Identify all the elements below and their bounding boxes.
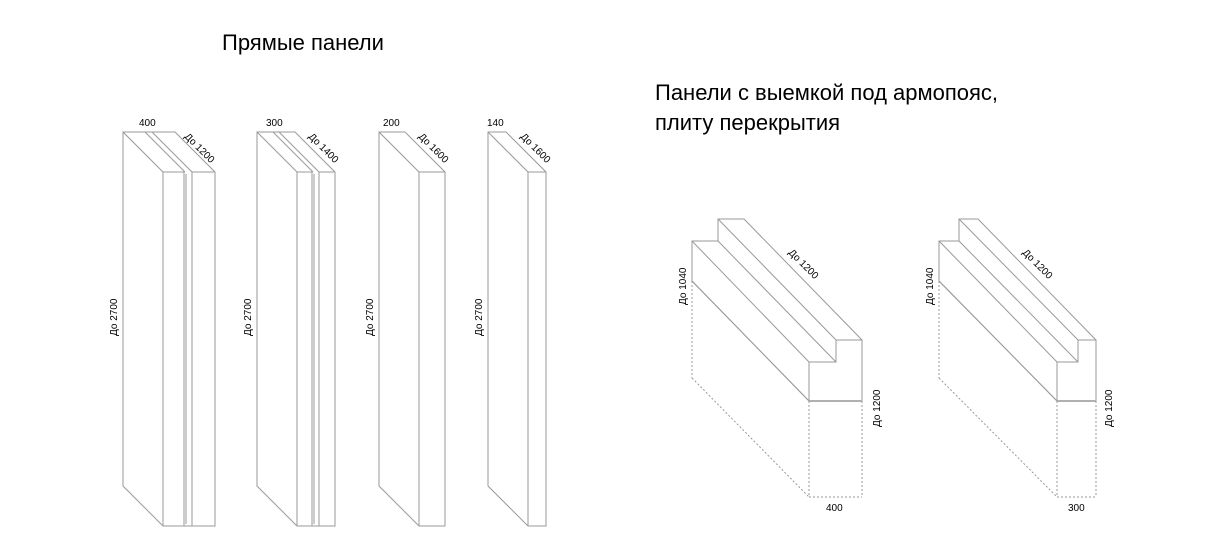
straight-panel-300: 300 До 1400 До 2700: [243, 118, 340, 527]
notch-height-label: До 1040: [925, 267, 936, 305]
height-label: До 2700: [243, 298, 254, 336]
notch-height-label: До 1040: [678, 267, 689, 305]
thickness-label: 200: [383, 118, 400, 129]
notched-panels-title-line2: плиту перекрытия: [655, 110, 840, 135]
height-label: До 2700: [109, 298, 120, 336]
thickness-label: 400: [139, 118, 156, 129]
thickness-label: 140: [487, 118, 504, 129]
thickness-label: 300: [266, 118, 283, 129]
thickness-label: 300: [1068, 503, 1085, 514]
notched-panel-300: До 1040 До 1200 До 1200 300: [925, 218, 1115, 514]
thickness-label: 400: [826, 503, 843, 514]
height-label: До 2700: [474, 298, 485, 336]
straight-panel-140: 140 До 1600 До 2700: [474, 118, 552, 527]
straight-panels-title: Прямые панели: [222, 30, 384, 55]
notched-panel-400: До 1040 До 1200 До 1200 400: [678, 218, 883, 514]
height-label: До 1200: [872, 389, 883, 427]
straight-panel-200: 200 До 1600 До 2700: [365, 118, 450, 527]
height-label: До 2700: [365, 298, 376, 336]
straight-panel-400: 400 До 1200 До 2700: [109, 118, 216, 527]
notched-panels-title-line1: Панели с выемкой под армопояс,: [655, 80, 998, 105]
height-label: До 1200: [1104, 389, 1115, 427]
